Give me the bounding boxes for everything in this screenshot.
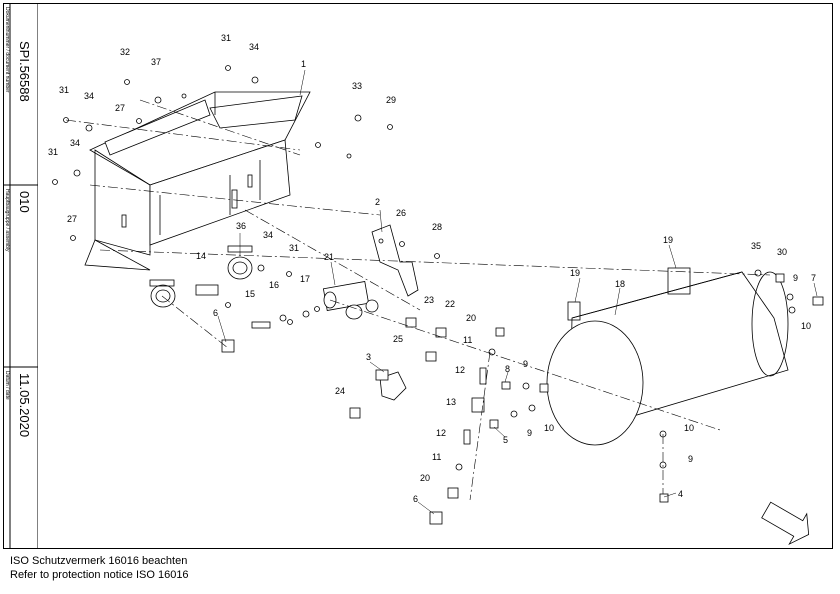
callout-label: 2 (375, 197, 380, 207)
air-tank-18 (546, 267, 789, 446)
callout-label: 35 (751, 241, 761, 251)
callout-label: 29 (386, 95, 396, 105)
callout-label: 5 (503, 435, 508, 445)
callout-label: 14 (196, 251, 206, 261)
callout-label: 8 (505, 364, 510, 374)
callout-label: 1 (301, 59, 306, 69)
callout-label: 13 (446, 397, 456, 407)
title-block: Dokumentnummer / document number SPI.565… (3, 3, 38, 549)
clamp-lower (149, 279, 176, 308)
callout-label: 34 (249, 42, 259, 52)
callout-label: 21 (324, 252, 334, 262)
callout-label: 12 (455, 365, 465, 375)
callout-label: 9 (527, 428, 532, 438)
spacer-14 (195, 284, 219, 296)
callout-label: 22 (445, 299, 455, 309)
callout-label: 9 (688, 454, 693, 464)
callout-label: 4 (678, 489, 683, 499)
leader-lines (217, 69, 818, 515)
valve-block-21 (322, 281, 379, 320)
direction-arrow-icon (761, 501, 810, 546)
callout-label: 31 (289, 243, 299, 253)
mounting-frame (84, 91, 311, 271)
callout-label: 7 (811, 273, 816, 283)
callout-label: 11 (432, 452, 441, 462)
callout-labels: 1 2 3 4 5 6 6 7 8 9 9 9 9 10 10 10 10 11… (48, 33, 816, 504)
bolts-and-washers (52, 65, 762, 325)
callout-label: 27 (67, 214, 77, 224)
callout-label: 19 (663, 235, 673, 245)
callout-label: 24 (335, 386, 345, 396)
callout-label: 26 (396, 208, 406, 218)
bracket-2 (371, 224, 419, 297)
callout-label: 17 (300, 274, 310, 284)
callout-label: 33 (352, 81, 362, 91)
callout-label: 10 (801, 321, 811, 331)
callout-label: 37 (151, 57, 161, 67)
protection-notice-en: Refer to protection notice ISO 16016 (10, 569, 189, 581)
callout-label: 11 (463, 335, 472, 345)
valve-3 (375, 369, 407, 401)
callout-label: 34 (263, 230, 273, 240)
protection-notice-de: ISO Schutzvermerk 16016 beachten (10, 555, 188, 567)
callout-label: 20 (420, 473, 430, 483)
callout-label: 32 (120, 47, 130, 57)
callout-label: 34 (70, 138, 80, 148)
callout-label: 9 (793, 273, 798, 283)
callout-label: 27 (115, 103, 125, 113)
callout-label: 10 (544, 423, 554, 433)
callout-label: 9 (523, 359, 528, 369)
callout-label: 28 (432, 222, 442, 232)
callout-label: 31 (221, 33, 231, 43)
callout-label: 6 (213, 308, 218, 318)
callout-label: 6 (413, 494, 418, 504)
title-block-grid (3, 3, 38, 549)
callout-label: 15 (245, 289, 255, 299)
callout-label: 36 (236, 221, 246, 231)
callout-label: 30 (777, 247, 787, 257)
assembly-axes (65, 99, 771, 501)
callout-label: 23 (424, 295, 434, 305)
fittings (221, 273, 824, 525)
callout-label: 12 (436, 428, 446, 438)
callout-label: 18 (615, 279, 625, 289)
callout-label: 10 (684, 423, 694, 433)
callout-label: 25 (393, 334, 403, 344)
callout-label: 20 (466, 313, 476, 323)
callout-label: 3 (366, 352, 371, 362)
callout-label: 31 (48, 147, 58, 157)
callout-label: 31 (59, 85, 69, 95)
callout-label: 19 (570, 268, 580, 278)
callout-label: 34 (84, 91, 94, 101)
callout-label: 16 (269, 280, 279, 290)
drawing-frame (3, 3, 833, 549)
